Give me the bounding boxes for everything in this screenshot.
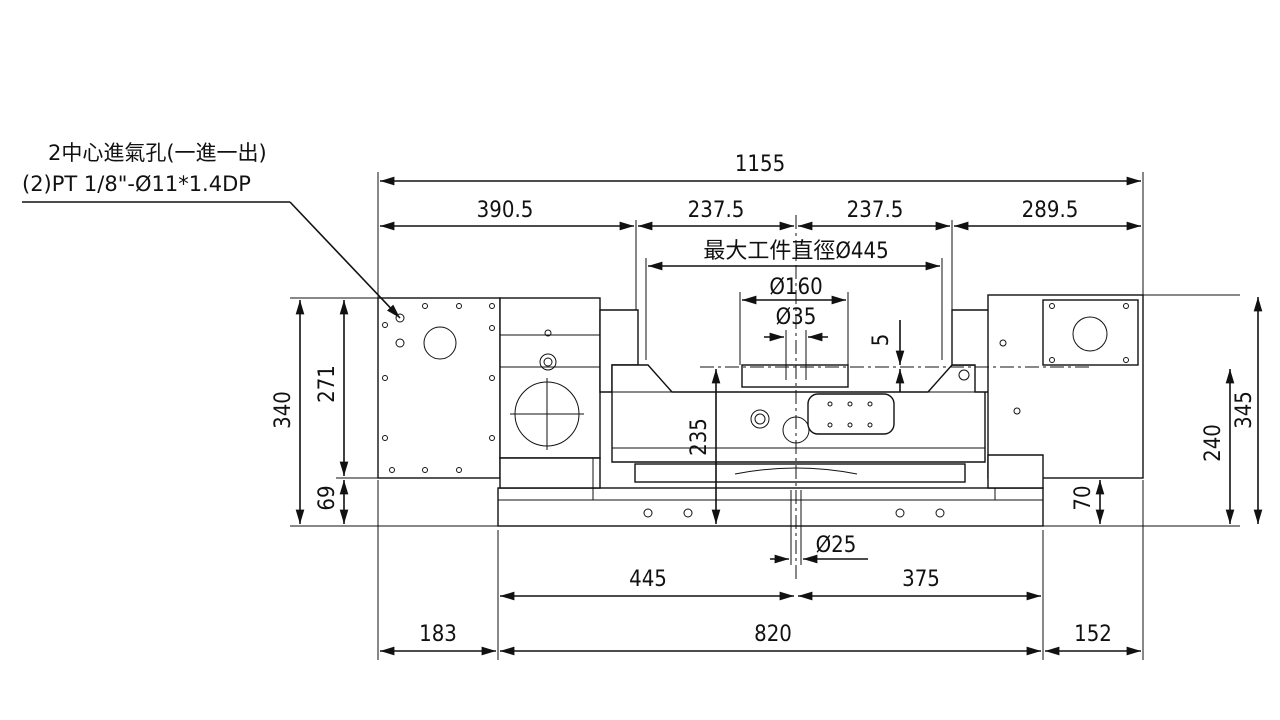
foot-right-label: 152 bbox=[1074, 622, 1112, 647]
note-line-2: (2)PT 1/8"-Ø11*1.4DP bbox=[22, 172, 251, 196]
right-lower-height-label: 70 bbox=[1071, 485, 1096, 510]
shaft-dia-label: Ø25 bbox=[816, 533, 857, 558]
right-section-label: 289.5 bbox=[1022, 198, 1079, 223]
rotary-table-body bbox=[377, 294, 1144, 527]
center-right-label: 237.5 bbox=[847, 198, 904, 223]
base-left-label: 445 bbox=[629, 567, 667, 592]
table-dia-label: Ø160 bbox=[769, 275, 822, 300]
left-upper-height-label: 271 bbox=[315, 365, 340, 403]
center-lines bbox=[700, 215, 1090, 580]
left-lower-height-label: 69 bbox=[315, 485, 340, 510]
base-total-label: 820 bbox=[754, 622, 792, 647]
right-height-label: 240 bbox=[1201, 424, 1226, 462]
left-dimensions: 340 271 69 235 bbox=[271, 297, 721, 527]
left-total-height-label: 340 bbox=[271, 391, 296, 429]
max-workpiece-label: 最大工件直徑Ø445 bbox=[703, 239, 888, 264]
left-section-label: 390.5 bbox=[477, 198, 534, 223]
note-line-1: 2中心進氣孔(一進一出) bbox=[48, 141, 267, 165]
center-height-label: 235 bbox=[687, 418, 712, 456]
bore-dia-label: Ø35 bbox=[776, 305, 817, 330]
overall-width-label: 1155 bbox=[735, 152, 785, 177]
bottom-dimensions: Ø25 445 375 183 820 152 bbox=[377, 480, 1144, 660]
right-dimensions: 240 70 345 bbox=[1043, 294, 1263, 527]
offset-label: 5 bbox=[869, 334, 894, 347]
base-right-label: 375 bbox=[902, 567, 940, 592]
center-left-label: 237.5 bbox=[688, 198, 745, 223]
foot-left-label: 183 bbox=[419, 622, 457, 647]
air-port-note: 2中心進氣孔(一進一出) (2)PT 1/8"-Ø11*1.4DP bbox=[22, 141, 401, 319]
top-dimensions: 1155 390.5 237.5 237.5 289.5 最大工件直徑Ø445 … bbox=[377, 152, 1144, 392]
right-total-height-label: 345 bbox=[1232, 391, 1257, 429]
